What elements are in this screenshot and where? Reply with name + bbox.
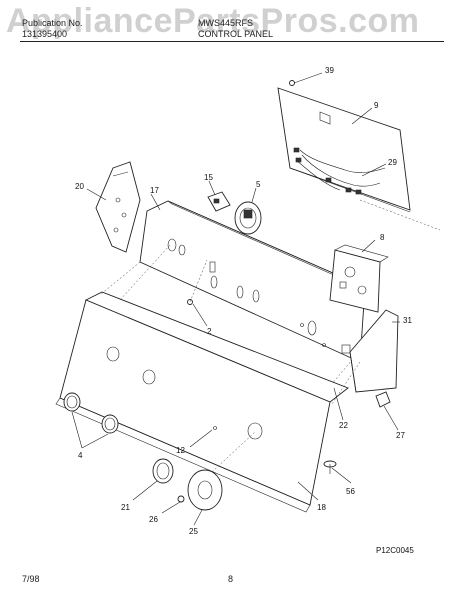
callout-22: 22: [339, 421, 348, 430]
callout-29: 29: [388, 158, 397, 167]
model-number: MWS445RFS: [198, 18, 254, 28]
callout-12: 12: [176, 446, 185, 455]
part-4-knobs: [63, 392, 119, 434]
callout-2: 2: [207, 327, 212, 336]
callout-27: 27: [396, 431, 405, 440]
part-15-switch: [207, 191, 231, 212]
callout-26: 26: [149, 515, 158, 524]
part-21-selector-knob: [152, 458, 174, 484]
watermark: AppliancePartsPros.com: [6, 2, 420, 40]
diagram-code: P12C0045: [376, 546, 414, 555]
part-26-washer: [177, 495, 185, 503]
callout-17: 17: [150, 186, 159, 195]
publication-number: 131395400: [22, 29, 68, 39]
callout-31: 31: [403, 316, 412, 325]
footer-date: 7/98: [22, 574, 40, 584]
callout-8: 8: [380, 233, 385, 242]
callout-4: 4: [78, 451, 83, 460]
part-25-dial: [187, 431, 256, 511]
callout-18: 18: [317, 503, 326, 512]
part-9-rear-cover: [277, 80, 441, 231]
part-29-wire-harness: [293, 147, 386, 195]
callout-39: 39: [325, 66, 334, 75]
callout-15: 15: [204, 173, 213, 182]
callout-9: 9: [374, 101, 379, 110]
part-20-side-bracket: [95, 161, 141, 253]
callout-56: 56: [346, 487, 355, 496]
footer-page-number: 8: [228, 574, 234, 584]
header-rule: [20, 41, 444, 42]
leader-lines: [71, 72, 400, 526]
part-5-timer: [234, 201, 262, 235]
callout-20: 20: [75, 182, 84, 191]
part-27-clip: [375, 391, 391, 408]
callout-labels: 39 9 29 20 17 15 5 8 31 2 22 27 4 12 21 …: [75, 66, 414, 555]
part-8-control-box: [329, 244, 389, 313]
callout-21: 21: [121, 503, 130, 512]
part-18-front-console: [55, 244, 361, 513]
callout-5: 5: [256, 180, 261, 189]
part-56-button: [323, 460, 337, 474]
callout-25: 25: [189, 527, 198, 536]
part-31-end-cap: [349, 309, 399, 393]
publication-label: Publication No.: [22, 18, 83, 28]
section-title: CONTROL PANEL: [198, 29, 274, 39]
